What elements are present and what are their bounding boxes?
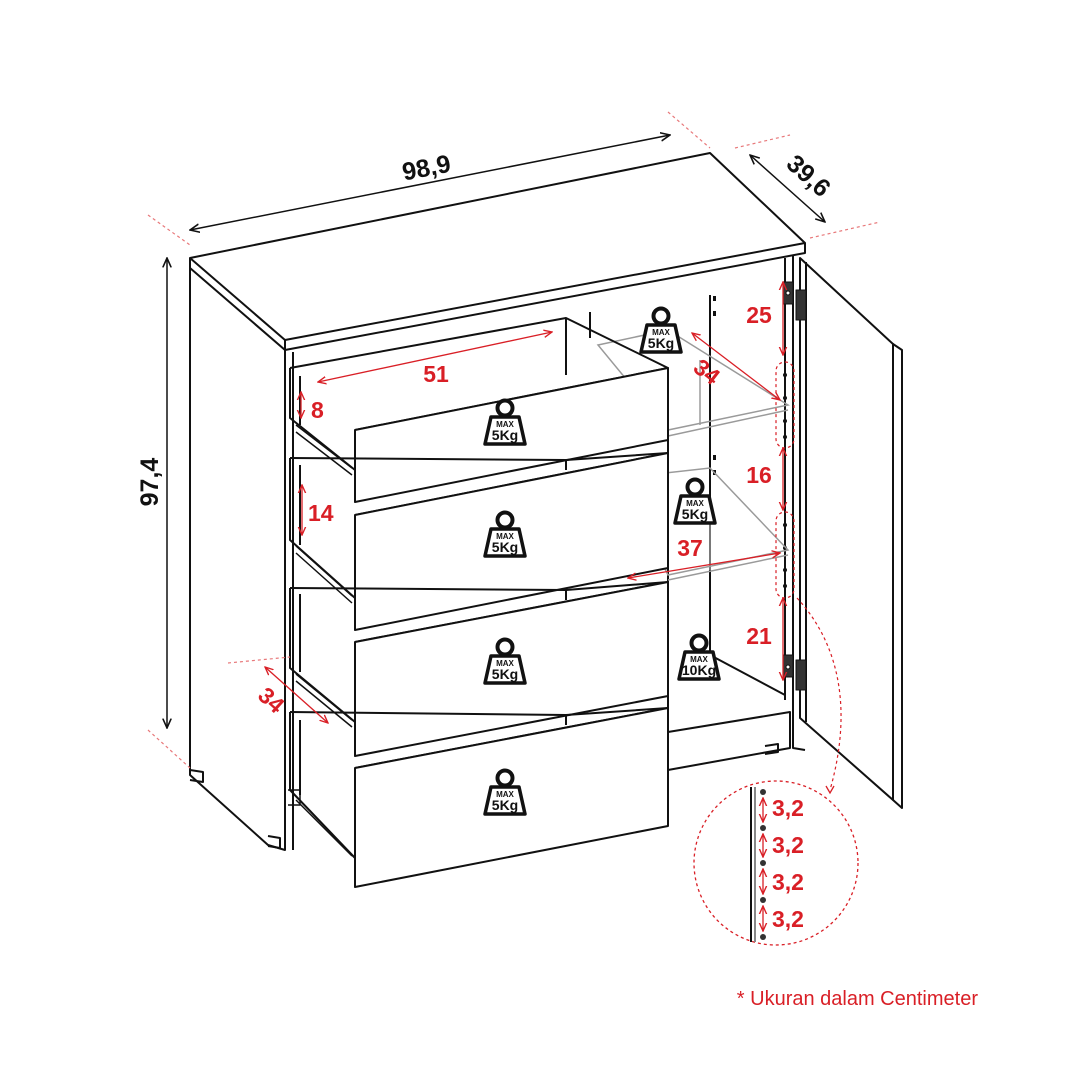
shelf-pin-holes xyxy=(713,296,787,588)
upper-gap-label: 25 xyxy=(746,302,772,328)
width-dimension-label: 98,9 xyxy=(400,150,453,187)
hole-spacing-label-2: 3,2 xyxy=(772,832,804,858)
drawers xyxy=(288,317,669,888)
shelf-width-label: 37 xyxy=(677,535,703,561)
door-hinge-bottom xyxy=(782,654,807,691)
lower-hole-highlight xyxy=(775,511,795,599)
svg-text:MAX: MAX xyxy=(686,499,704,508)
shelf-width-arrow xyxy=(628,553,780,578)
units-footnote: * Ukuran dalam Centimeter xyxy=(737,988,979,1010)
shelf-depth-arrow xyxy=(692,333,780,400)
weight-badges: MAX 5Kg MAX 5Kg MAX 5Kg MAX 5Kg MAX 5Kg … xyxy=(483,306,721,816)
detail-magnifier-circle xyxy=(693,780,859,946)
upper-shelf-weight-icon: MAX 5Kg xyxy=(639,306,683,354)
width-dimension-arrow xyxy=(190,135,670,230)
hole-spacing-label-3: 3,2 xyxy=(772,869,804,895)
drawer2-height-label: 14 xyxy=(308,500,334,526)
depth-dimension-arrow xyxy=(750,155,825,222)
cabinet-door[interactable] xyxy=(782,257,903,809)
svg-text:5Kg: 5Kg xyxy=(492,539,518,555)
top-slab xyxy=(189,152,806,341)
height-dimension-label: 97,4 xyxy=(136,458,164,507)
lower-gap-label: 21 xyxy=(746,623,772,649)
left-side-panel xyxy=(189,268,286,851)
hole-spacing-label-4: 3,2 xyxy=(772,906,804,932)
drawer-width-arrow xyxy=(318,332,552,382)
lower-shelf-weight-icon: MAX 5Kg xyxy=(673,477,717,525)
bottom-compartment-weight-icon: MAX 10Kg xyxy=(677,633,721,681)
drawer-1-weight-icon: MAX 5Kg xyxy=(483,398,527,446)
svg-text:MAX: MAX xyxy=(496,532,514,541)
svg-text:5Kg: 5Kg xyxy=(492,797,518,813)
drawer1-height-label: 8 xyxy=(311,397,324,423)
drawer-3-weight-icon: MAX 5Kg xyxy=(483,637,527,685)
svg-text:MAX: MAX xyxy=(496,790,514,799)
hole-spacing-detail: 3,2 3,2 3,2 3,2 xyxy=(693,780,859,946)
svg-text:MAX: MAX xyxy=(652,328,670,337)
svg-text:5Kg: 5Kg xyxy=(492,427,518,443)
depth-dimension-label: 39,6 xyxy=(781,149,836,202)
shelf-depth-label: 34 xyxy=(689,354,725,390)
drawer-2-weight-icon: MAX 5Kg xyxy=(483,510,527,558)
svg-text:MAX: MAX xyxy=(690,655,708,664)
upper-hole-highlight xyxy=(775,361,795,449)
svg-text:10Kg: 10Kg xyxy=(682,662,716,678)
drawer-4[interactable] xyxy=(288,707,669,888)
middle-gap-label: 16 xyxy=(746,462,772,488)
drawer-4-weight-icon: MAX 5Kg xyxy=(483,768,527,816)
svg-text:MAX: MAX xyxy=(496,659,514,668)
svg-text:5Kg: 5Kg xyxy=(682,506,708,522)
drawer-depth-arrow xyxy=(265,667,328,723)
svg-text:MAX: MAX xyxy=(496,420,514,429)
detail-callout-line xyxy=(796,597,842,791)
drawer-width-label: 51 xyxy=(423,361,449,387)
svg-text:5Kg: 5Kg xyxy=(492,666,518,682)
svg-text:5Kg: 5Kg xyxy=(648,335,674,351)
center-divider xyxy=(565,312,591,725)
hole-spacing-label-1: 3,2 xyxy=(772,795,804,821)
